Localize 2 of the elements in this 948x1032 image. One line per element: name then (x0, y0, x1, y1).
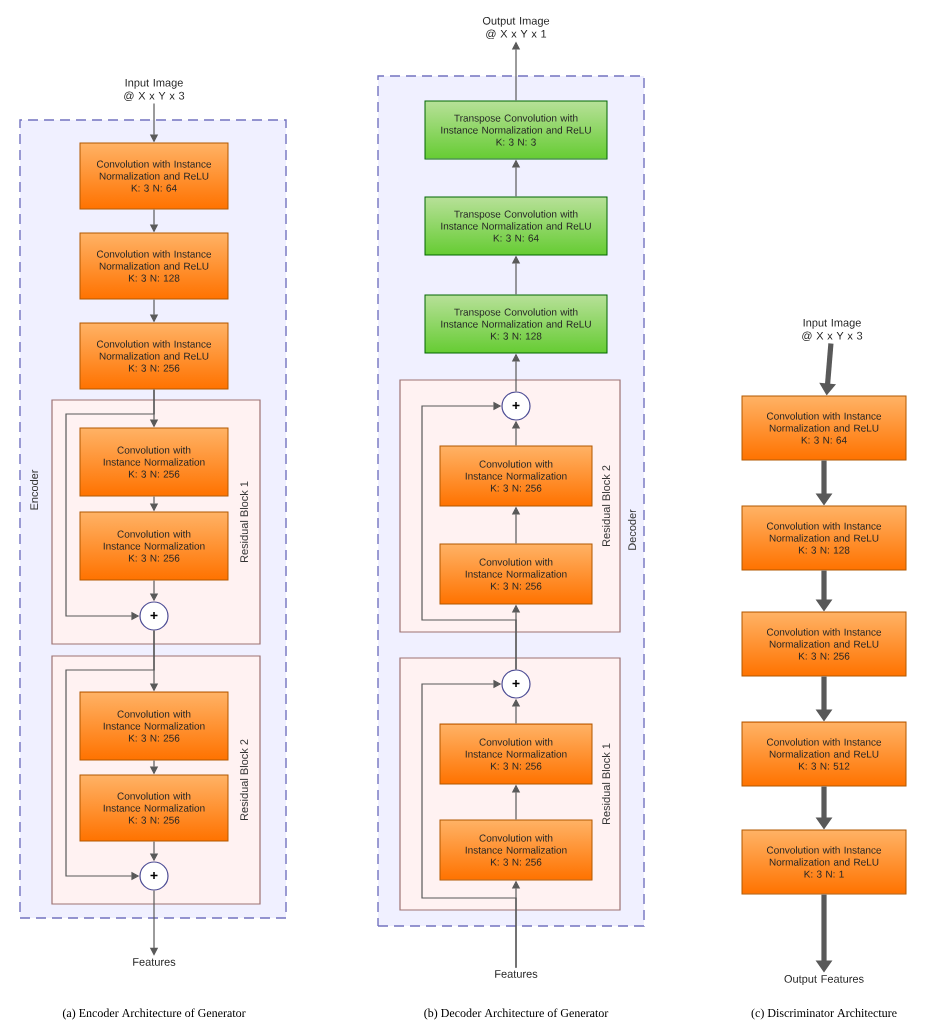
arrow (421, 401, 517, 670)
arrow (421, 679, 517, 969)
